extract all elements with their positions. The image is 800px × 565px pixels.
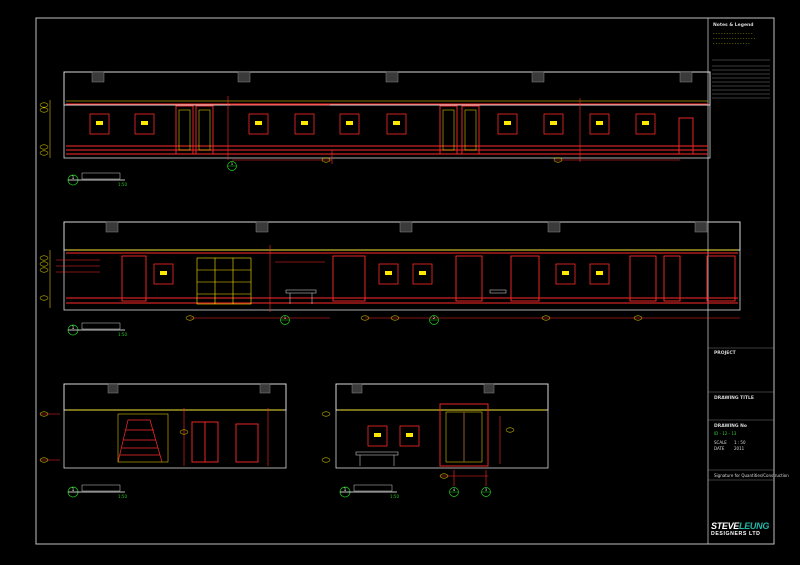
svg-text:1:50: 1:50: [118, 182, 127, 187]
svg-text:4: 4: [453, 488, 456, 492]
date-label: DATE: [714, 446, 725, 451]
ceiling-beams: [91, 71, 693, 83]
date-value: 2011: [734, 446, 745, 451]
double-doors: [191, 421, 259, 463]
panel-lights: [374, 433, 413, 437]
signature-label: Signature for Quantities/Construction: [714, 473, 789, 478]
title-block-rules: [708, 59, 774, 481]
opening: [439, 403, 489, 467]
brand-name-accent: LEUNG: [739, 521, 770, 531]
notes-line: - - - - - - - - - - - - - -: [713, 41, 750, 46]
dado-rails: [66, 252, 738, 304]
level-tags: [39, 102, 563, 163]
wall-panels: [153, 263, 610, 285]
notes-line: - - - - - - - - - - - - - - - -: [713, 36, 756, 41]
double-doors: [175, 105, 694, 155]
elevation-4: 4 3 1 1:50: [321, 383, 549, 499]
sheet-frame: [35, 17, 775, 545]
ceiling-beams: [105, 221, 708, 233]
elevation-3: 1 1:50: [39, 383, 287, 499]
brand-name: STEVE: [711, 521, 740, 531]
svg-text:1: 1: [72, 487, 75, 492]
svg-text:1:50: 1:50: [118, 494, 127, 499]
svg-text:1: 1: [344, 487, 347, 492]
bookcase: [196, 257, 252, 305]
elevation-4-label: 1 1:50: [339, 484, 399, 499]
svg-text:1: 1: [231, 162, 233, 166]
elevation-1-label: 1 1:50: [67, 172, 127, 187]
elevation-2: 1 2 1 1:50: [39, 221, 741, 337]
dado-rails: [66, 103, 708, 155]
brand-subtitle: DESIGNERS LTD: [711, 531, 761, 537]
dimension-lines: [40, 408, 269, 466]
console-table: [355, 451, 399, 466]
console-table: [285, 289, 507, 304]
section-marker-1: 1: [227, 161, 237, 171]
svg-text:1: 1: [284, 316, 286, 320]
section-marker-1: 1: [280, 315, 290, 325]
svg-text:1:50: 1:50: [118, 332, 127, 337]
notes-heading: Notes & Legend: [713, 23, 754, 28]
level-tags: [39, 255, 643, 321]
svg-text:1: 1: [72, 175, 75, 180]
notes-line: - - - - - - - - - - - - - - -: [713, 31, 753, 36]
dimension-lines: [440, 416, 501, 486]
elevation-2-label: 1 1:50: [67, 322, 127, 337]
svg-text:1: 1: [72, 325, 75, 330]
wall-panels: [367, 425, 420, 447]
level-tags: [321, 411, 515, 479]
staircase: [117, 419, 163, 463]
double-doors: [121, 255, 736, 302]
drawing-no-value: ID - 12 - 13: [714, 431, 737, 436]
level-tags: [39, 411, 189, 463]
dimension-lines: [56, 245, 740, 319]
scale-value: 1 : 50: [734, 440, 746, 445]
panel-lights: [96, 121, 649, 125]
svg-text:3: 3: [485, 488, 487, 492]
svg-text:2: 2: [433, 316, 435, 320]
drawing-title-label: DRAWING TITLE: [714, 396, 754, 401]
section-marker-3: 3: [481, 487, 491, 497]
scale-label: SCALE: [714, 440, 727, 445]
brand-logo: STEVELEUNG DESIGNERS LTD: [711, 521, 771, 537]
section-marker-2: 2: [429, 315, 439, 325]
drawing-no-label: DRAWING No: [714, 424, 748, 429]
section-marker-4: 4: [449, 487, 459, 497]
project-label: PROJECT: [714, 351, 736, 356]
elevation-1: 1 1 1:50: [39, 71, 711, 187]
svg-text:1:50: 1:50: [390, 494, 399, 499]
panel-lights: [160, 271, 603, 275]
elevation-3-label: 1 1:50: [67, 484, 127, 499]
dimension-lines: [227, 96, 680, 164]
wall-panels: [89, 113, 656, 135]
